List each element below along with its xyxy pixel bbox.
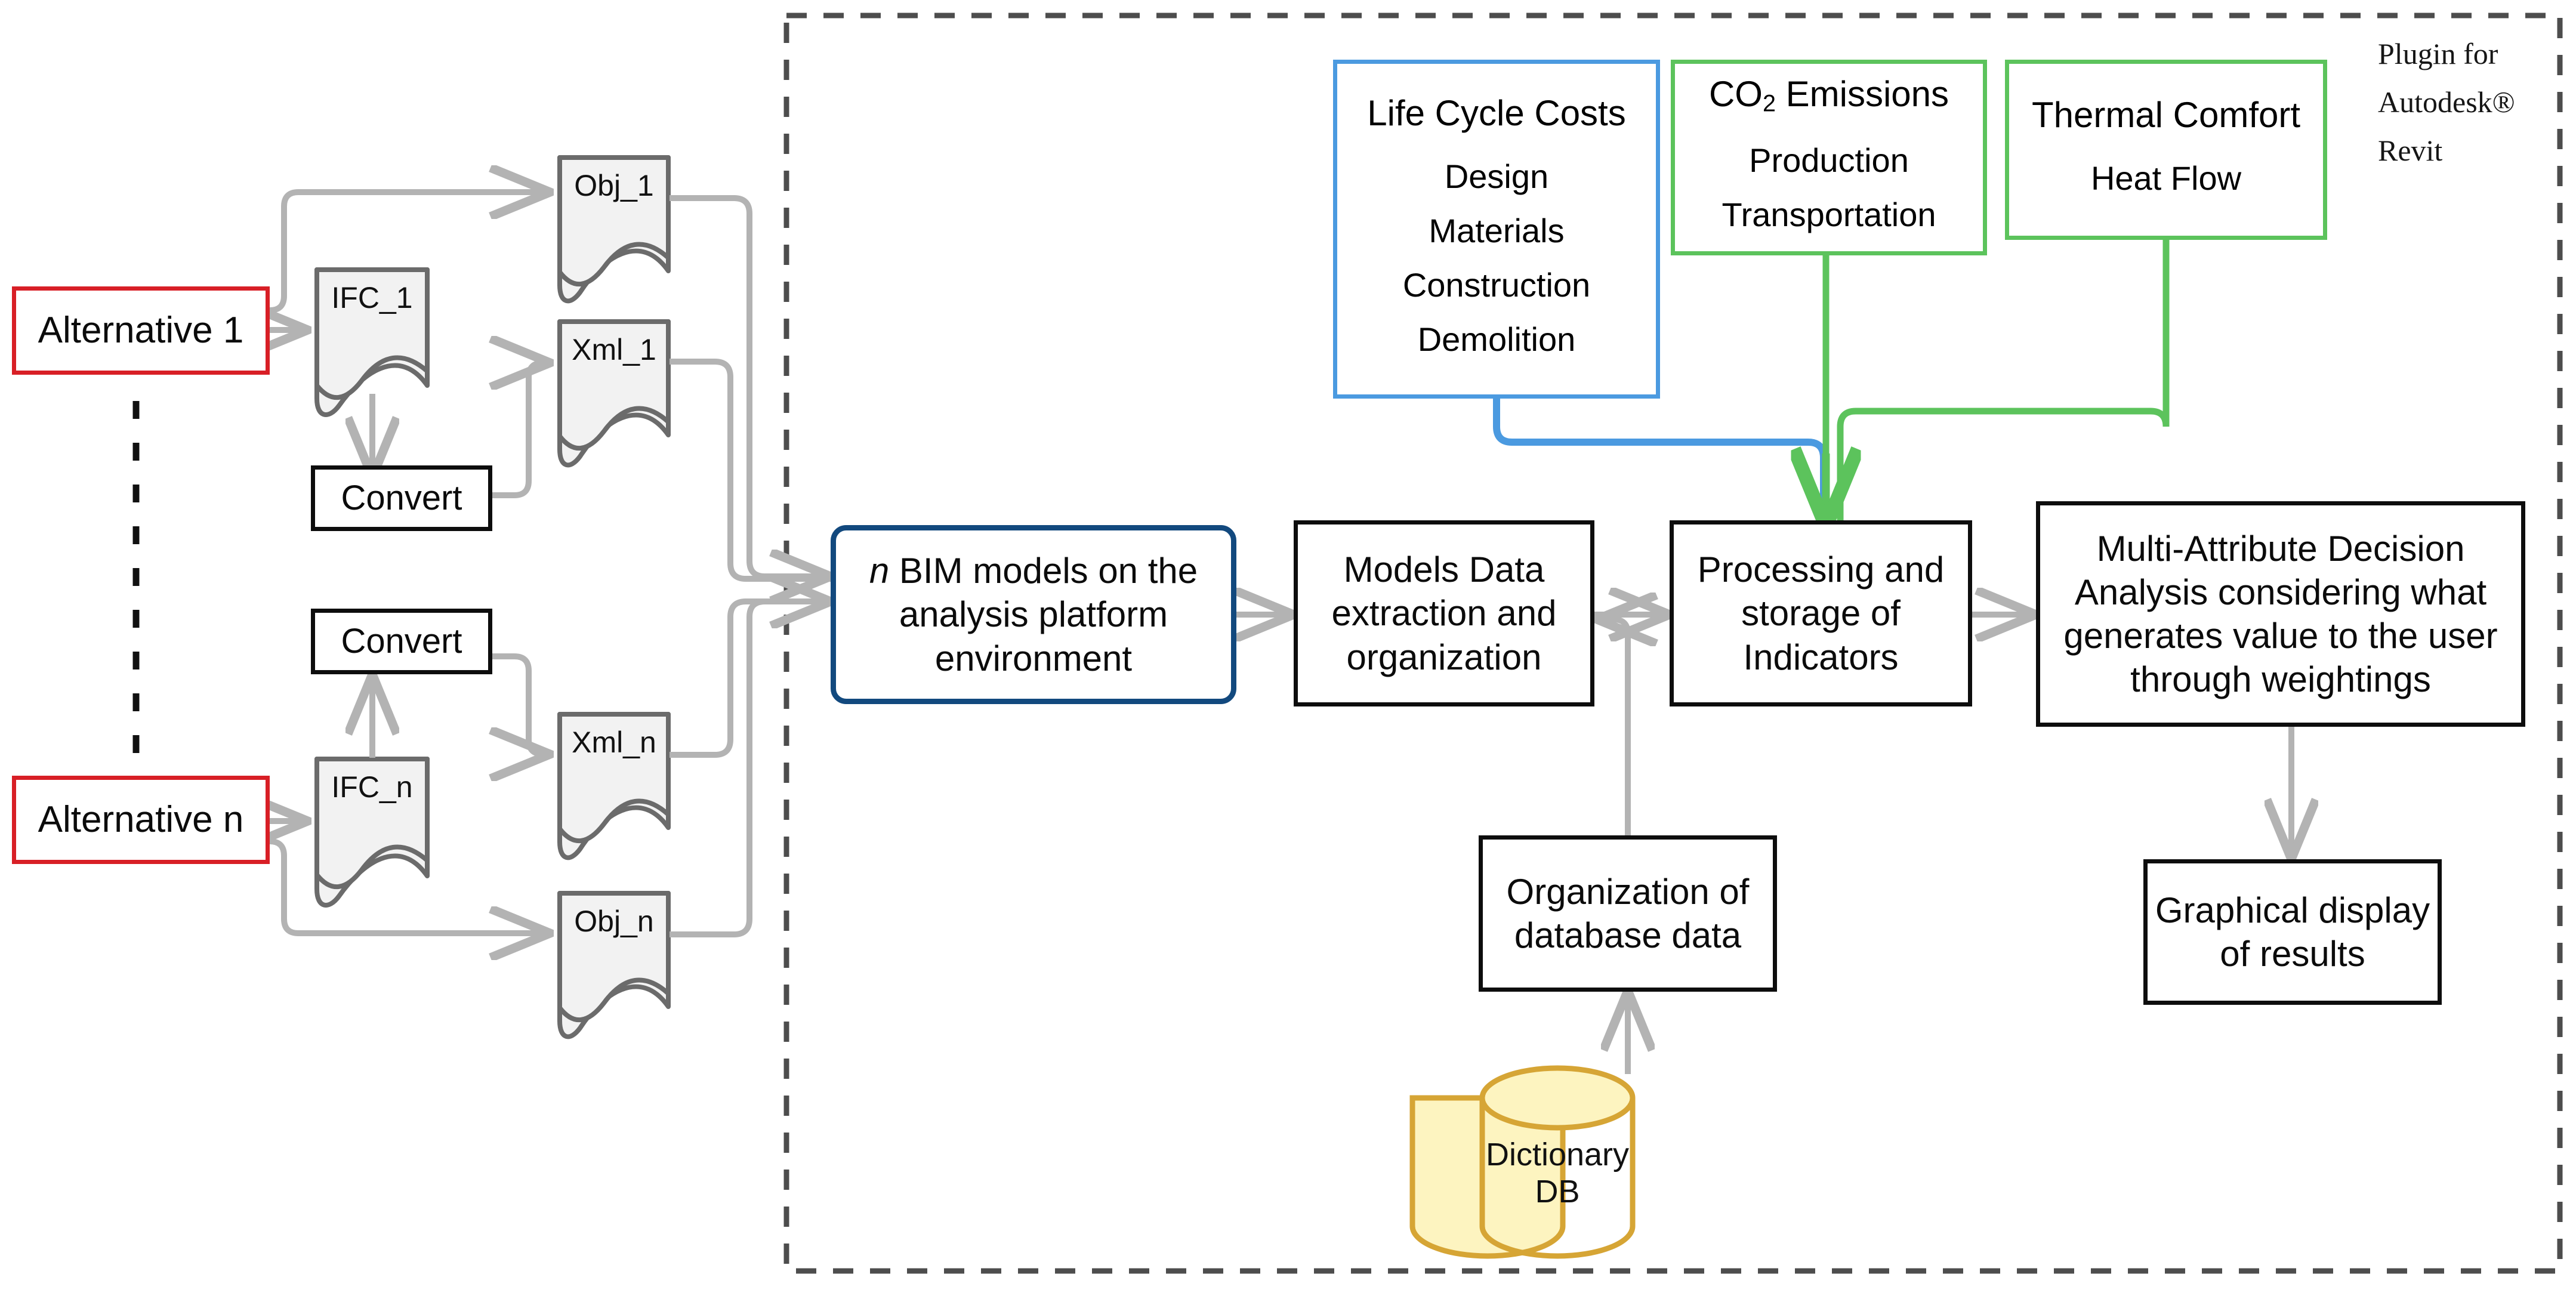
document-obj-1[interactable]: Obj_1 bbox=[560, 158, 668, 286]
co2-title-prefix: CO bbox=[1708, 74, 1763, 115]
database-organization-box[interactable]: Organization of database data bbox=[1479, 835, 1777, 992]
lcc-title: Life Cycle Costs bbox=[1367, 92, 1626, 133]
madm-label: Multi-Attribute Decision Analysis consid… bbox=[2063, 528, 2498, 700]
models-data-label: Models Data extraction and organization bbox=[1331, 550, 1557, 677]
convert-bottom-label: Convert bbox=[341, 621, 462, 661]
co2-title: CO2 Emissions bbox=[1709, 73, 1949, 118]
lcc-connector bbox=[1493, 399, 1827, 523]
database-organization-label: Organization of database data bbox=[1506, 871, 1750, 955]
bim-models-box[interactable]: n BIM models on the analysis platform en… bbox=[831, 525, 1236, 704]
lcc-item-design: Design bbox=[1444, 157, 1549, 195]
thermal-comfort-box[interactable]: Thermal Comfort Heat Flow bbox=[2005, 60, 2327, 240]
document-label: IFC_n bbox=[331, 770, 413, 804]
dictionary-db-label: Dictionary DB bbox=[1485, 1137, 1630, 1210]
document-xml-n[interactable]: Xml_n bbox=[560, 714, 668, 843]
plugin-caption-line-3: Revit bbox=[2378, 134, 2443, 167]
bim-models-italic-n: n bbox=[869, 551, 890, 591]
convert-bottom-box[interactable]: Convert bbox=[311, 609, 492, 674]
convert-top-label: Convert bbox=[341, 478, 462, 517]
co2-title-subscript: 2 bbox=[1762, 90, 1776, 117]
document-label: Obj_1 bbox=[574, 169, 654, 202]
processing-indicators-box[interactable]: Processing and storage of Indicators bbox=[1670, 520, 1972, 706]
plugin-caption-line-2: Autodesk® bbox=[2378, 85, 2515, 119]
co2-item-transportation: Transportation bbox=[1722, 195, 1936, 233]
document-label: IFC_1 bbox=[331, 281, 413, 314]
processing-indicators-label: Processing and storage of Indicators bbox=[1697, 550, 1945, 677]
alternative-1-box[interactable]: Alternative 1 bbox=[12, 286, 270, 375]
co2-title-suffix: Emissions bbox=[1775, 74, 1949, 115]
document-ifc-1[interactable]: IFC_1 bbox=[317, 270, 427, 398]
thermal-connector bbox=[1837, 240, 2170, 523]
co2-item-production: Production bbox=[1749, 141, 1909, 179]
graphical-display-label: Graphical display of results bbox=[2155, 890, 2430, 974]
document-label: Xml_n bbox=[572, 726, 656, 759]
convert-top-box[interactable]: Convert bbox=[311, 465, 492, 531]
dictionary-db[interactable]: Dictionary DB bbox=[1482, 1068, 1633, 1256]
alternative-n-label: Alternative n bbox=[38, 799, 244, 841]
thermal-item-heat-flow: Heat Flow bbox=[2090, 159, 2242, 197]
document-obj-n[interactable]: Obj_n bbox=[560, 893, 668, 1022]
lcc-item-materials: Materials bbox=[1429, 211, 1565, 249]
models-data-box[interactable]: Models Data extraction and organization bbox=[1294, 520, 1594, 706]
plugin-caption: Plugin for Autodesk® Revit bbox=[2378, 30, 2557, 175]
document-ifc-n[interactable]: IFC_n bbox=[317, 759, 427, 887]
document-xml-1[interactable]: Xml_1 bbox=[560, 322, 668, 450]
bim-models-rest: BIM models on the analysis platform envi… bbox=[889, 551, 1198, 678]
graphical-display-box[interactable]: Graphical display of results bbox=[2143, 859, 2442, 1005]
alternative-n-box[interactable]: Alternative n bbox=[12, 776, 270, 864]
madm-box[interactable]: Multi-Attribute Decision Analysis consid… bbox=[2036, 501, 2525, 727]
alternative-1-label: Alternative 1 bbox=[38, 310, 244, 351]
lcc-item-demolition: Demolition bbox=[1417, 320, 1576, 358]
thermal-title: Thermal Comfort bbox=[2031, 95, 2301, 135]
document-label: Obj_n bbox=[574, 905, 654, 938]
lcc-item-construction: Construction bbox=[1402, 266, 1591, 304]
document-label: Xml_1 bbox=[572, 333, 656, 366]
co2-emissions-box[interactable]: CO2 Emissions Production Transportation bbox=[1671, 60, 1987, 255]
bim-models-label: n BIM models on the analysis platform en… bbox=[836, 549, 1231, 680]
plugin-caption-line-1: Plugin for bbox=[2378, 37, 2498, 70]
life-cycle-costs-box[interactable]: Life Cycle Costs Design Materials Constr… bbox=[1333, 60, 1660, 399]
